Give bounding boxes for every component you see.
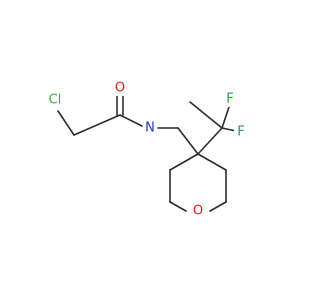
molecule-diagram: Cl O N F F O [43,80,248,219]
bonds [57,93,237,212]
atom-n: N [143,120,157,136]
bond-cf2-f1 [221,106,230,129]
bond-ch2-quat [177,127,199,155]
atom-label-n: N [145,121,155,136]
bond-quat-cf2 [197,127,223,155]
bond-cf2-ch3 [189,101,223,129]
atom-label-f2: F [237,125,244,140]
atom-labels: Cl O N F F O [43,80,248,219]
bond-cf2-f2 [221,127,237,132]
atom-f1: F [223,91,237,107]
atom-label-f1: F [226,92,233,107]
atom-f2: F [234,124,248,140]
atom-o-ring: O [191,203,205,219]
bond-ch2-carbonyl [73,114,121,136]
atom-label-o-carbonyl: O [115,81,125,96]
bond-cl-ch2 [57,110,75,136]
bond-ring-3 [169,201,187,212]
atom-cl: Cl [43,92,67,109]
bond-carbonyl-n [119,114,143,127]
atom-o-carbonyl: O [113,80,127,96]
bond-ring-1 [169,153,199,171]
bond-ring-6 [197,153,227,171]
bond-ring-4 [209,201,227,212]
atom-label-cl: Cl [49,93,62,108]
atom-label-o-ring: O [193,204,203,219]
